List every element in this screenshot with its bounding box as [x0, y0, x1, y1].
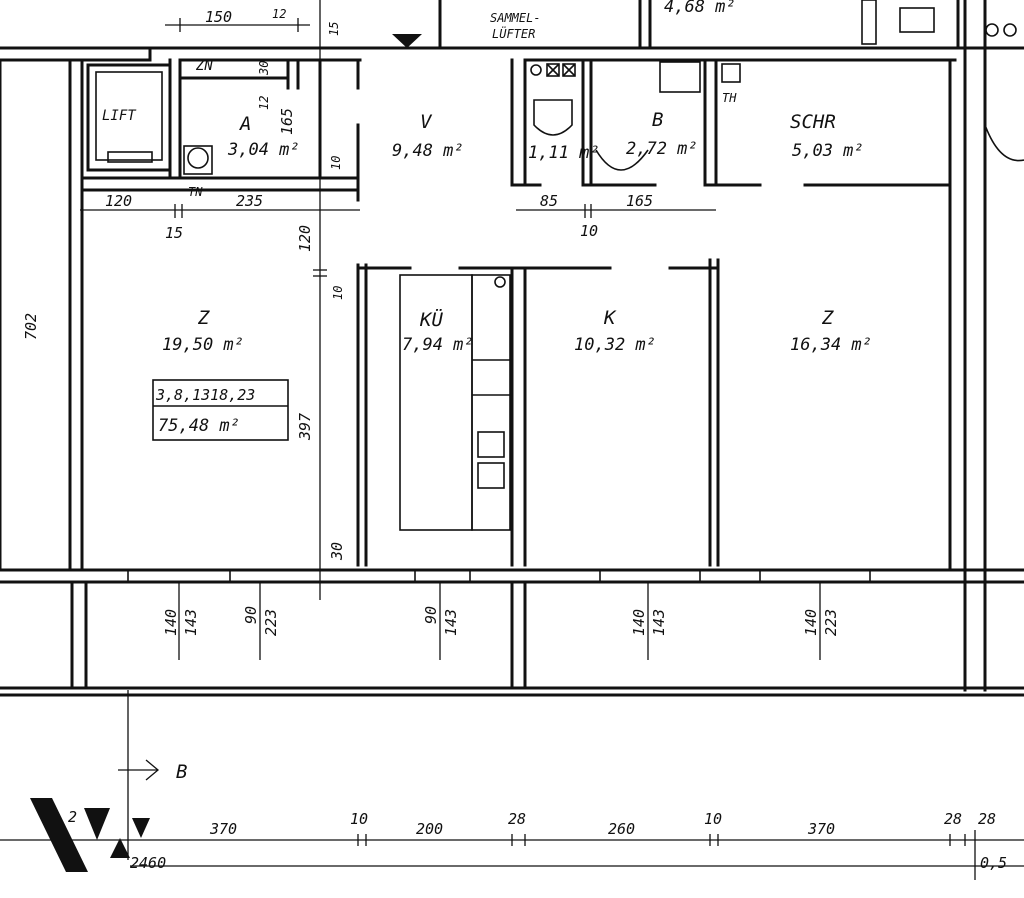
- dim-window1-a: 140: [162, 609, 180, 636]
- dim-bot-28c: 28: [978, 810, 996, 828]
- room-label-schr: SCHR: [790, 111, 836, 133]
- dim-window3-b: 143: [442, 609, 460, 636]
- dim-window4-b: 143: [650, 609, 668, 636]
- label-luefter: LÜFTER: [492, 25, 535, 41]
- dim-mid-10: 10: [331, 286, 345, 300]
- room-area-k: 10,32 m²: [574, 335, 656, 355]
- dim-bot-200: 200: [416, 820, 443, 838]
- dim-a-12: 12: [257, 96, 271, 110]
- label-tn: TN: [188, 185, 203, 199]
- room-area-top-partial: 4,68 m²: [664, 0, 736, 17]
- dim-window5-a: 140: [802, 609, 820, 636]
- dim-top-15: 15: [327, 22, 341, 36]
- dim-window2-b: 223: [262, 609, 280, 636]
- unit-box: [152, 379, 289, 441]
- bath-fixtures: [183, 0, 1024, 175]
- room-area-schr: 5,03 m²: [792, 141, 864, 161]
- dim-b-165: 165: [626, 192, 653, 210]
- room-label-z-right: Z: [821, 307, 834, 329]
- window-marks: [127, 570, 871, 582]
- dim-zn-30: 30: [257, 61, 271, 76]
- dimension-lines: [0, 0, 1024, 880]
- dim-b-85: 85: [540, 192, 558, 210]
- unit-box-line1: 3,8,1318,23: [155, 386, 255, 404]
- dim-window1-b: 143: [182, 609, 200, 636]
- dim-side-702: 702: [22, 313, 40, 340]
- kitchen-counter: [399, 274, 511, 531]
- dim-bot-28b: 28: [944, 810, 962, 828]
- room-label-b: B: [652, 109, 663, 131]
- dim-bot-total: 2460: [130, 854, 166, 872]
- dim-b-10: 10: [580, 222, 598, 240]
- room-label-k: K: [603, 307, 617, 329]
- room-label-z-left: Z: [197, 307, 210, 329]
- dim-v-10: 10: [329, 156, 343, 170]
- dim-bot-260: 260: [608, 820, 635, 838]
- dim-window2-a: 90: [242, 606, 260, 624]
- dim-bot-370a: 370: [209, 820, 237, 838]
- dim-left-235: 235: [236, 192, 263, 210]
- room-area-kue: 7,94 m²: [402, 335, 474, 355]
- room-label-kue: KÜ: [419, 308, 443, 331]
- level-marker-icon: [30, 798, 150, 872]
- dim-top-12: 12: [272, 7, 286, 21]
- dim-window4-a: 140: [630, 609, 648, 636]
- dim-bot-05: 0,5: [980, 854, 1007, 872]
- room-label-v: V: [420, 111, 433, 133]
- room-area-z-left: 19,50 m²: [162, 335, 244, 355]
- room-label-zn: ZN: [195, 58, 213, 74]
- label-sammel: SAMMEL-: [490, 11, 541, 25]
- room-area-wc: 1,11 m²: [528, 143, 600, 163]
- dim-window3-a: 90: [422, 606, 440, 624]
- dim-bot-10b: 10: [704, 810, 722, 828]
- dim-bot-10a: 10: [350, 810, 368, 828]
- room-label-lift: LIFT: [102, 108, 137, 124]
- dim-top-150: 150: [205, 8, 232, 26]
- dim-bot-28a: 28: [508, 810, 526, 828]
- room-area-z-right: 16,34 m²: [790, 335, 872, 355]
- section-marker-b: B: [176, 761, 187, 783]
- unit-box-line2: 75,48 m²: [158, 416, 240, 436]
- dim-bot-370b: 370: [807, 820, 835, 838]
- dim-a-165: 165: [278, 108, 296, 135]
- room-label-a: A: [239, 113, 251, 135]
- dim-side-30: 30: [328, 542, 346, 561]
- dim-left-120: 120: [105, 192, 132, 210]
- dim-window5-b: 223: [822, 609, 840, 636]
- room-area-a: 3,04 m²: [227, 140, 300, 160]
- entry-arrow-icon: [392, 34, 422, 48]
- room-area-v: 9,48 m²: [392, 141, 464, 161]
- dim-left-15: 15: [165, 224, 183, 242]
- room-area-b: 2,72 m²: [626, 139, 698, 159]
- dim-side-397: 397: [296, 413, 314, 441]
- dim-bot-2: 2: [68, 808, 77, 826]
- label-th: TH: [722, 91, 737, 105]
- dim-mid-120: 120: [296, 225, 314, 252]
